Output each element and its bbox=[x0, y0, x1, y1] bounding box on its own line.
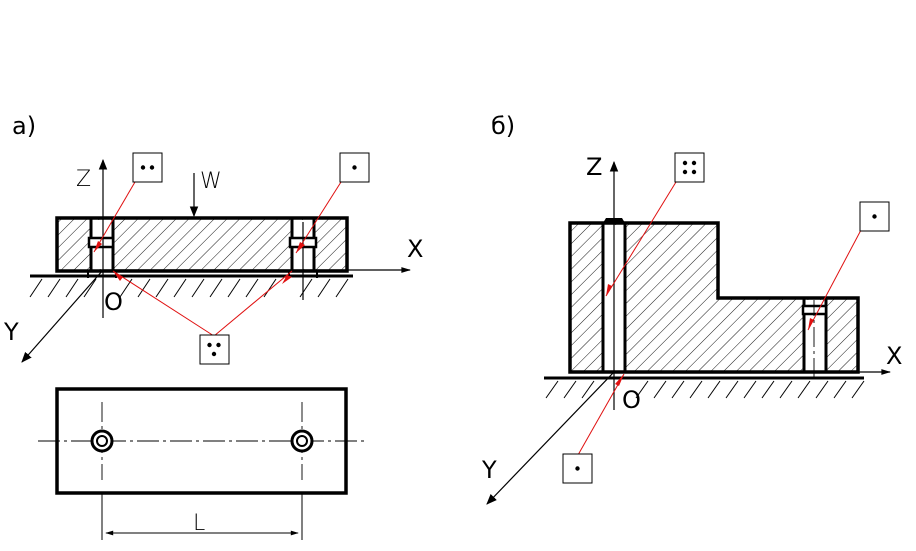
axis-z-label-a: Z bbox=[76, 167, 91, 192]
part-a-section bbox=[55, 216, 349, 278]
support-symbol-one-dot-a bbox=[339, 152, 370, 183]
force-label-w: W bbox=[200, 169, 222, 194]
axis-x-label-a: X bbox=[407, 235, 423, 263]
diagram-a-label: а) bbox=[12, 112, 36, 140]
support-symbol-four-dots bbox=[674, 152, 705, 183]
axis-y-label-a: Y bbox=[3, 318, 19, 346]
support-symbol-three-dots bbox=[199, 334, 230, 365]
axes-b bbox=[486, 160, 891, 505]
origin-label-b: O bbox=[622, 386, 641, 414]
leader-lines-a bbox=[93, 181, 342, 337]
leader-arrows-a bbox=[94, 241, 305, 284]
part-b-section bbox=[568, 218, 860, 374]
dimension-label-l: L bbox=[193, 511, 205, 536]
leader-lines-b bbox=[577, 181, 862, 456]
plan-view-a bbox=[38, 387, 368, 540]
leader-arrows-b bbox=[606, 284, 814, 386]
support-symbol-one-dot-b-right bbox=[859, 201, 890, 232]
axes-a bbox=[21, 158, 411, 363]
support-symbol-two-dots bbox=[132, 152, 163, 183]
ground-b bbox=[544, 376, 865, 399]
ground-a bbox=[29, 274, 353, 298]
diagram-b-label: б) bbox=[491, 112, 515, 140]
support-symbol-one-dot-b-bottom bbox=[562, 453, 593, 484]
diagram-b: б) bbox=[481, 112, 902, 505]
axis-y-label-b: Y bbox=[481, 456, 497, 484]
diagram-a: а) bbox=[3, 112, 423, 540]
origin-label-a: O bbox=[104, 288, 123, 316]
axis-z-label-b: Z bbox=[586, 153, 602, 181]
axis-x-label-b: X bbox=[886, 342, 902, 370]
